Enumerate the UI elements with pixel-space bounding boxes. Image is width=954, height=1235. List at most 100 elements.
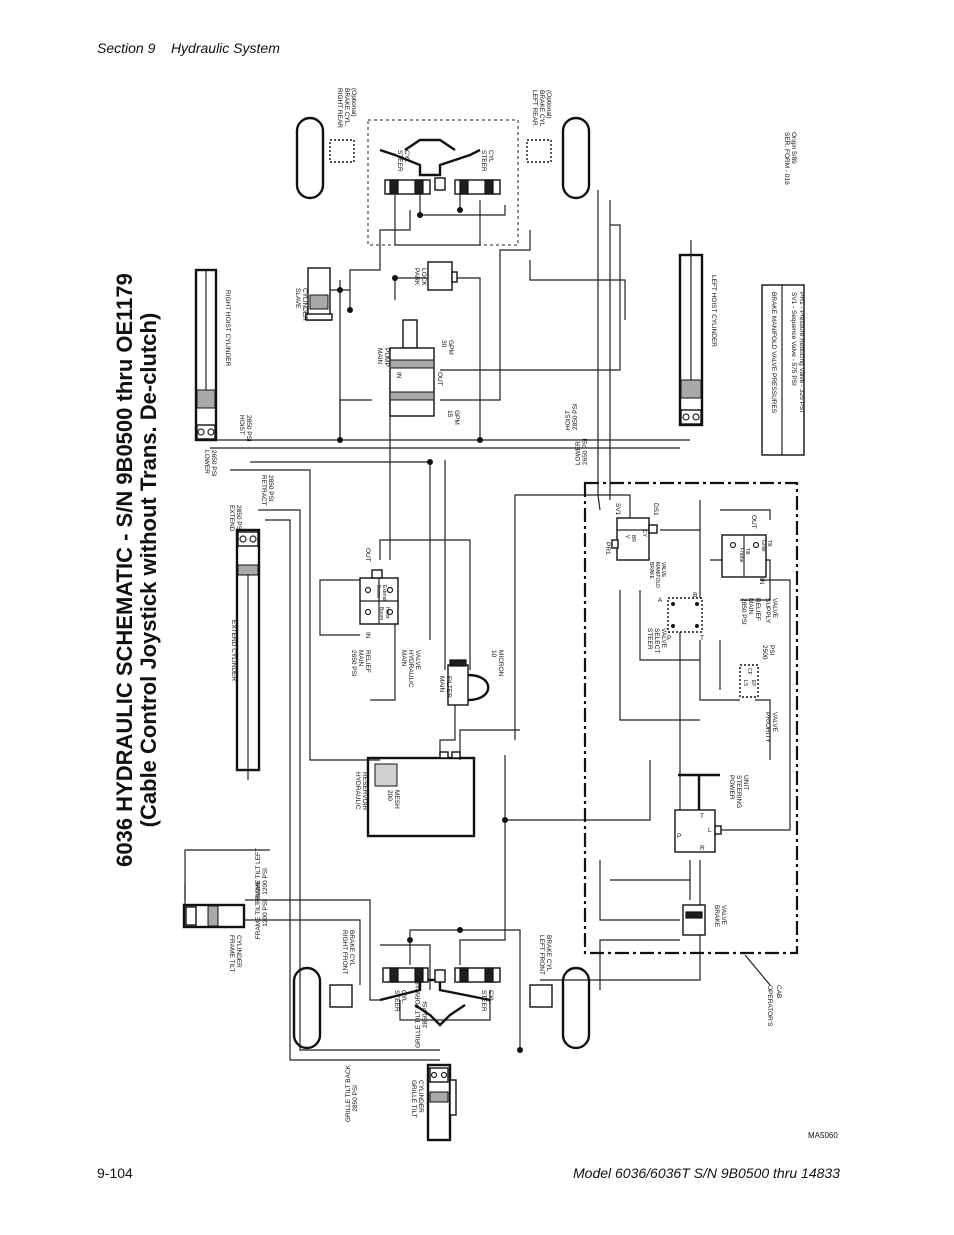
label-power-steering-1: POWER — [728, 775, 735, 800]
label-main-hyd-valve-1: MAIN — [400, 650, 407, 667]
steer-select-labels: A B P T STEER SELECT VALVE — [646, 592, 704, 653]
label-valve-in: IN — [364, 632, 371, 639]
label-frame-tilt-right-2: 1200 PSI — [262, 900, 269, 927]
label-grille-back-2: 2850 PSI — [352, 1085, 359, 1112]
priority-valve — [739, 664, 759, 698]
label-priority-valve-1: PRIORITY — [764, 712, 771, 743]
label-steer-select-1: STEER — [646, 628, 653, 650]
label-ds1: DS1 — [652, 503, 659, 516]
rear-labels: RIGHT REAR BRAKE CYL. (Optional) LEFT RE… — [336, 88, 797, 185]
label-main-relief-2650-1: 2650 PSI — [350, 650, 357, 677]
page-number: 9-104 — [97, 1165, 133, 1181]
label-right-front-brake-2: BRAKE CYL — [348, 930, 355, 967]
label-port-b: B — [693, 592, 697, 599]
label-port-ls: LS — [742, 680, 748, 687]
hydraulic-reservoir — [366, 751, 476, 838]
label-grille-fwd-2: 2850 PSI — [422, 1001, 429, 1028]
label-lower-right-1: LOWER — [203, 450, 210, 474]
brake-valve — [682, 904, 706, 936]
label-steer-cyl-rear-left-1: STEER — [396, 150, 403, 172]
label-steer-cyl-rear-right-2: CYL — [487, 150, 494, 163]
label-left-rear-brake-2: BRAKE CYL — [538, 90, 545, 127]
extend-cylinder — [235, 528, 261, 780]
label-brake-valve-2: VALVE — [720, 905, 727, 926]
label-bmv-pressures-title: BRAKE MANIFOLD VALVE PRESSURES — [770, 292, 777, 414]
front-axle-assembly — [292, 966, 591, 1050]
label-priority-2500-2: PSI — [768, 645, 775, 656]
label-boom-hoist-1: Boom — [378, 607, 384, 620]
label-steer-select-3: VALVE — [660, 628, 667, 649]
label-supply-valve-1: SUPPLY — [764, 598, 771, 624]
extend-labels: EXTEND CYLINDER EXTEND 2850 PSI RETRACT … — [228, 475, 274, 681]
label-steer-cyl-front-right-1: STEER — [480, 990, 487, 1012]
label-right-rear-brake-3: (Optional) — [350, 88, 357, 117]
label-park-lock-2: LOCK — [420, 268, 427, 286]
operators-cab-boundary — [583, 481, 799, 955]
label-gpm15-2: GPM — [453, 410, 460, 425]
label-port-a: A — [658, 597, 663, 604]
label-grille-tilt-cyl-2: CYLINDER — [417, 1080, 424, 1113]
label-bmv-3: VALVE — [660, 562, 666, 578]
label-operators-cab-1: OPERATOR'S — [766, 985, 773, 1027]
label-port-br: BR — [630, 535, 636, 542]
label-frame-tilt-2: Tilt — [744, 548, 750, 555]
label-main-filter-1: MAIN — [438, 676, 445, 693]
label-left-rear-brake-1: LEFT REAR — [531, 90, 538, 126]
left-hoist-cylinder — [678, 240, 704, 427]
bmv-labels: SV1 DS1 PR1 CY BR V BRAKE MANIFOLD VALVE — [604, 503, 666, 588]
front-left-tire — [561, 966, 591, 1050]
front-steer-cylinder-left — [382, 967, 429, 983]
label-valve-out: OUT — [364, 548, 371, 562]
label-hoist-right-1: HOIST — [238, 415, 245, 435]
label-supply-out: OUT — [750, 515, 757, 529]
section-subject: Hydraulic System — [170, 40, 280, 56]
label-left-rear-brake-3: (Optional) — [545, 90, 552, 119]
label-main-pump-2: PUMP — [383, 348, 390, 367]
label-frame-tilt-1: Frame — [738, 548, 744, 563]
label-port-v: V — [624, 535, 630, 539]
label-boom-hoist-2: Hoist — [384, 607, 390, 619]
label-power-steering-2: STEERING — [735, 775, 742, 808]
front-right-tire — [292, 966, 322, 1050]
page-header: Section 9 Hydraulic System — [97, 40, 280, 56]
label-steer-cyl-rear-right-1: STEER — [480, 150, 487, 172]
park-lock — [427, 261, 458, 291]
front-labels: RIGHT FRONT BRAKE CYL LEFT FRONT BRAKE C… — [341, 930, 552, 1012]
label-hoist-left-2: 2850 PSI — [572, 403, 579, 430]
label-hoist-right-2: 2850 PSI — [245, 415, 252, 442]
label-steer-cyl-front-left-1: STEER — [393, 990, 400, 1012]
label-gpm15-1: 15 — [446, 410, 453, 418]
supply-valve — [721, 534, 767, 578]
label-steer-cyl-front-left-2: CYL. — [400, 990, 407, 1005]
label-frame-tilt-left-2: 1200 PSI — [262, 868, 269, 895]
title-line-2: (Cable Control Joystick without Trans. D… — [136, 313, 161, 828]
grille-tilt-labels: GRILLE TILT FORWARD 2850 PSI GRILLE TILT… — [345, 975, 429, 1122]
steer-select-valve — [667, 597, 703, 633]
label-pump-out: OUT — [436, 372, 443, 386]
label-main-relief-2850-3: RELIEF — [754, 598, 761, 621]
right-rear-brake-cylinder — [329, 139, 355, 163]
power-steering-unit — [674, 773, 722, 853]
label-main-hyd-valve-3: VALVE — [414, 650, 421, 671]
label-supply-valve-2: VALVE — [771, 598, 778, 619]
right-front-brake-cylinder — [329, 984, 353, 1008]
label-hoist-left-1: HOIST — [565, 410, 572, 430]
main-valve-labels: OUT IN Boom Extend Boom Hoist 2650 PSI M… — [350, 548, 421, 688]
label-boom-extend-2: Extend — [381, 585, 387, 601]
main-pump — [389, 319, 435, 417]
slave-cylinder — [305, 267, 333, 321]
label-bmv-1: BRAKE — [648, 562, 654, 580]
label-port-p-psu: P — [677, 833, 681, 840]
label-left-front-brake-1: LEFT FRONT — [538, 935, 545, 975]
hoist-labels: RIGHT HOIST CYLINDER LEFT HOIST CYLINDER… — [203, 275, 717, 477]
label-mesh-1: 200 — [386, 790, 393, 801]
label-port-ef: EF — [750, 680, 756, 686]
frame-tilt-labels: FRAME TILT LEFT 1200 PSI FRAME TILT RIGH… — [228, 848, 269, 972]
label-grille-tilt-2: Tilt — [766, 540, 772, 547]
pump-labels: MAIN PUMP IN OUT 30 GPM 15 GPM — [376, 340, 460, 425]
label-priority-valve-2: VALVE — [771, 712, 778, 733]
label-sv1: SV1 — [614, 503, 621, 516]
label-lower-left-2: 2650 PSI — [582, 438, 589, 465]
label-main-filter-2: FILTER — [445, 676, 452, 698]
label-port-r-psu: R — [700, 845, 705, 852]
